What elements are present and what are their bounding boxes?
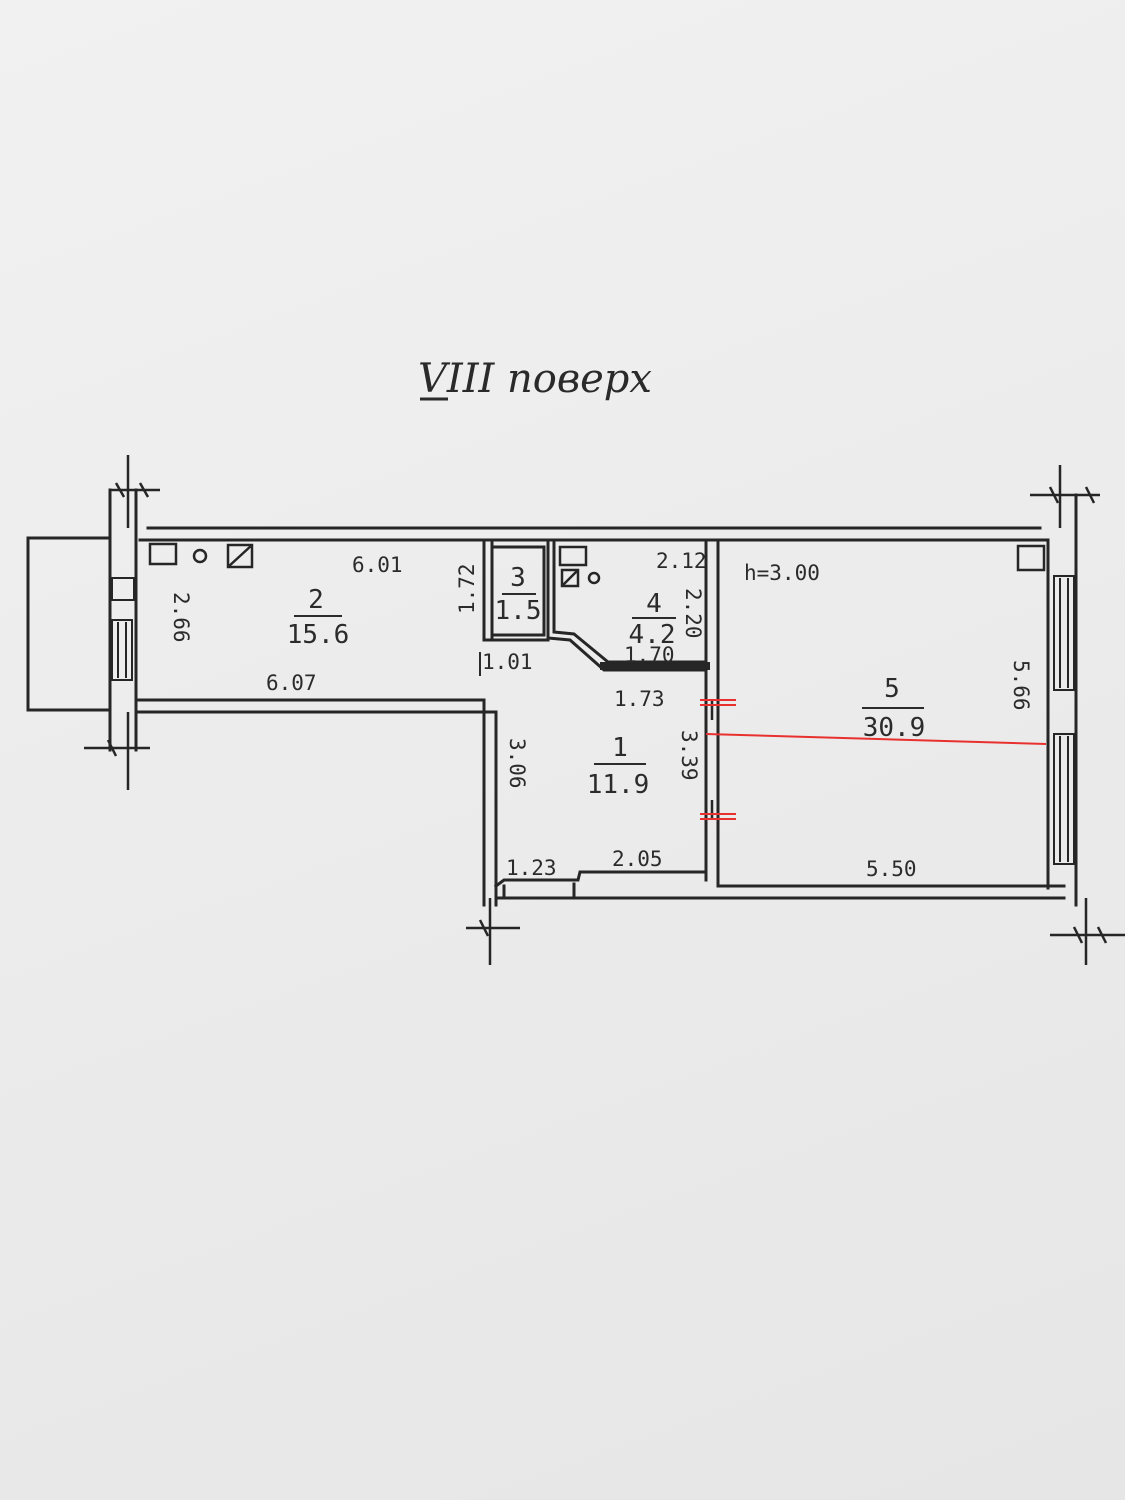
toilet-icon <box>560 568 580 588</box>
dim-ceiling-height: h=3.00 <box>744 561 820 585</box>
walls <box>26 488 1078 907</box>
dim-r1-left: 3.06 <box>505 738 529 789</box>
dim-corridor-top: 1.01 <box>482 650 533 674</box>
dim-r3-side: 1.72 <box>455 563 479 614</box>
room-3-number: 3 <box>510 563 526 593</box>
dim-r5-right: 5.66 <box>1009 660 1033 711</box>
dim-r1-right: 3.39 <box>677 730 701 781</box>
dim-r1-bottom-left: 1.23 <box>506 856 557 880</box>
red-partition-line <box>705 733 1047 745</box>
axis-markers <box>84 455 1125 965</box>
red-markings <box>700 699 1047 820</box>
ventilation-shaft-r5 <box>1016 544 1046 572</box>
ventilation-shaft-r2 <box>148 542 178 566</box>
room-4-area: 4.2 <box>629 620 676 650</box>
dim-r4-bottom: 1.70 <box>624 643 675 667</box>
dim-r5-bottom: 5.50 <box>866 857 917 881</box>
window-left <box>111 619 133 681</box>
room-2-area: 15.6 <box>287 620 350 650</box>
ventilation-shaft-r4 <box>558 545 588 567</box>
balcony <box>26 536 112 712</box>
dim-r2-bottom: 6.07 <box>266 671 317 695</box>
fixtures <box>148 542 1046 820</box>
windows <box>111 575 1075 865</box>
room1-bottom <box>493 870 708 889</box>
room-3-area: 1.5 <box>495 596 542 626</box>
room-5-area: 30.9 <box>863 713 926 743</box>
room-1-area: 11.9 <box>587 770 650 800</box>
sink-icon <box>192 548 208 564</box>
dim-r2-top: 6.01 <box>352 553 403 577</box>
window-right-bottom <box>1053 733 1075 865</box>
room-2-number: 2 <box>308 585 324 615</box>
room-1-number: 1 <box>612 733 628 763</box>
dim-r1-bottom: 2.05 <box>612 847 663 871</box>
room-5-number: 5 <box>884 674 900 704</box>
dim-r2-left: 2.66 <box>169 592 193 643</box>
window-right-top <box>1053 575 1075 691</box>
dim-r4-top: 2.12 <box>656 549 707 573</box>
room3-box <box>490 545 546 637</box>
floor-title: VIII поверх <box>418 356 652 402</box>
room-4-number: 4 <box>646 589 662 619</box>
stove-icon <box>226 543 254 569</box>
dim-r4-side: 2.20 <box>681 588 705 639</box>
dim-r1-top: 1.73 <box>614 687 665 711</box>
